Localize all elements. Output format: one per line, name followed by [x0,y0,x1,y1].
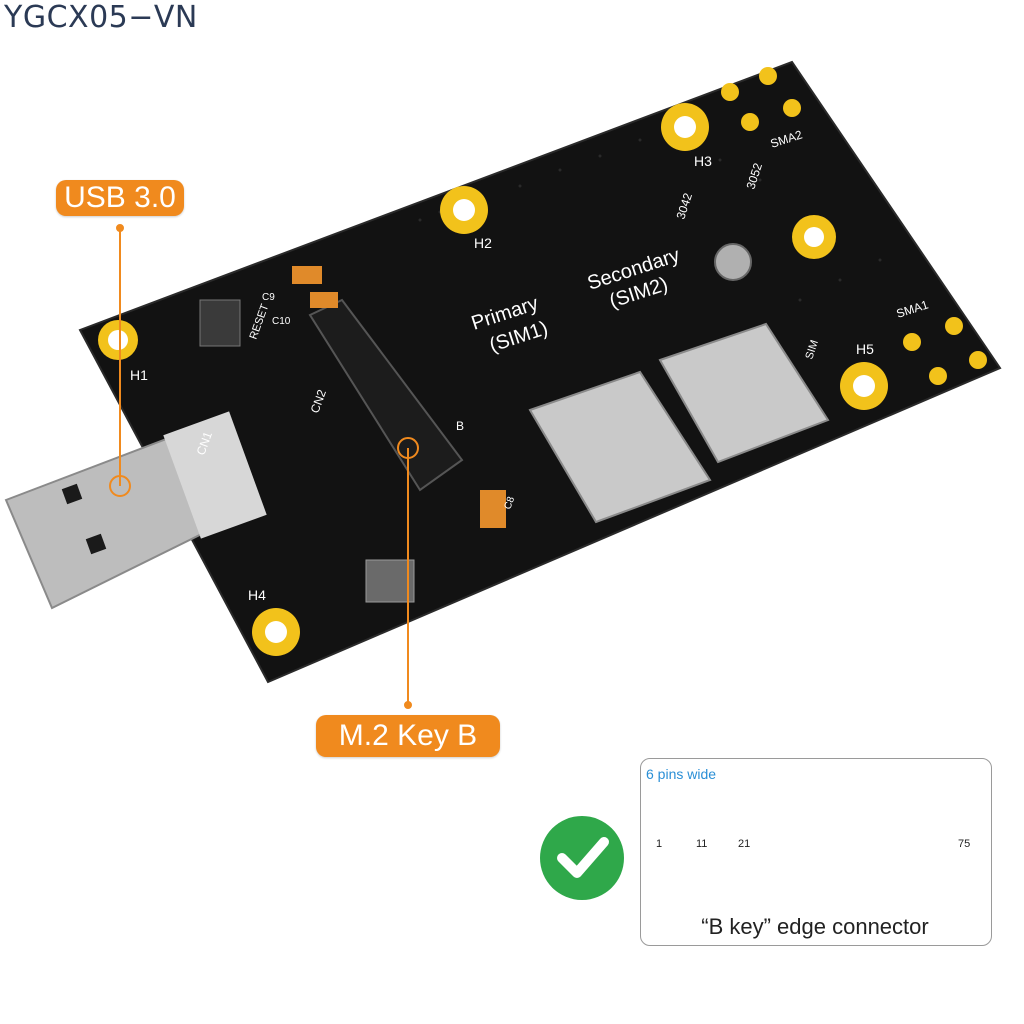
label-h4: H4 [248,587,266,603]
check-icon [540,816,624,900]
usb-body [163,411,267,539]
m2-callout: M.2 Key B [316,715,500,757]
sma-pads [721,67,987,385]
cap-c10 [310,292,338,308]
inductor-l1 [365,559,415,603]
label-c8: C8 [502,495,517,511]
label-h3: H3 [694,153,712,169]
cap-c9 [292,266,322,284]
standoff-screw [714,243,752,281]
label-h2: H2 [474,235,492,251]
pin-label-75: 75 [958,838,971,850]
pin-label-11: 11 [696,838,708,850]
label-b-mark: B [456,419,464,433]
model-code: YGCX05−VN [4,0,198,35]
pins-note: 6 pins wide [646,766,717,782]
callout-lines [109,224,419,709]
label-c10: C10 [272,316,291,327]
pcb-board [78,60,1002,684]
label-h5: H5 [856,341,874,357]
label-h1: H1 [130,367,148,383]
pcb-grid [418,138,882,302]
pin-label-21: 21 [738,838,751,850]
usb-slot-2 [85,533,107,555]
key-diagram-card [640,758,992,946]
edge-connector-caption: “B key” edge connector [701,914,929,939]
pin-label-1: 1 [656,838,663,850]
label-c9: C9 [262,292,275,303]
reset-button [199,299,241,347]
mount-holes [98,103,888,656]
usb-callout: USB 3.0 [56,180,184,216]
usb-slot-1 [61,483,83,505]
sim-holder-2 [658,322,830,464]
sim-holder-1 [528,370,712,524]
label-sim-mark: SIM [803,339,820,361]
cap-c8 [480,490,506,528]
